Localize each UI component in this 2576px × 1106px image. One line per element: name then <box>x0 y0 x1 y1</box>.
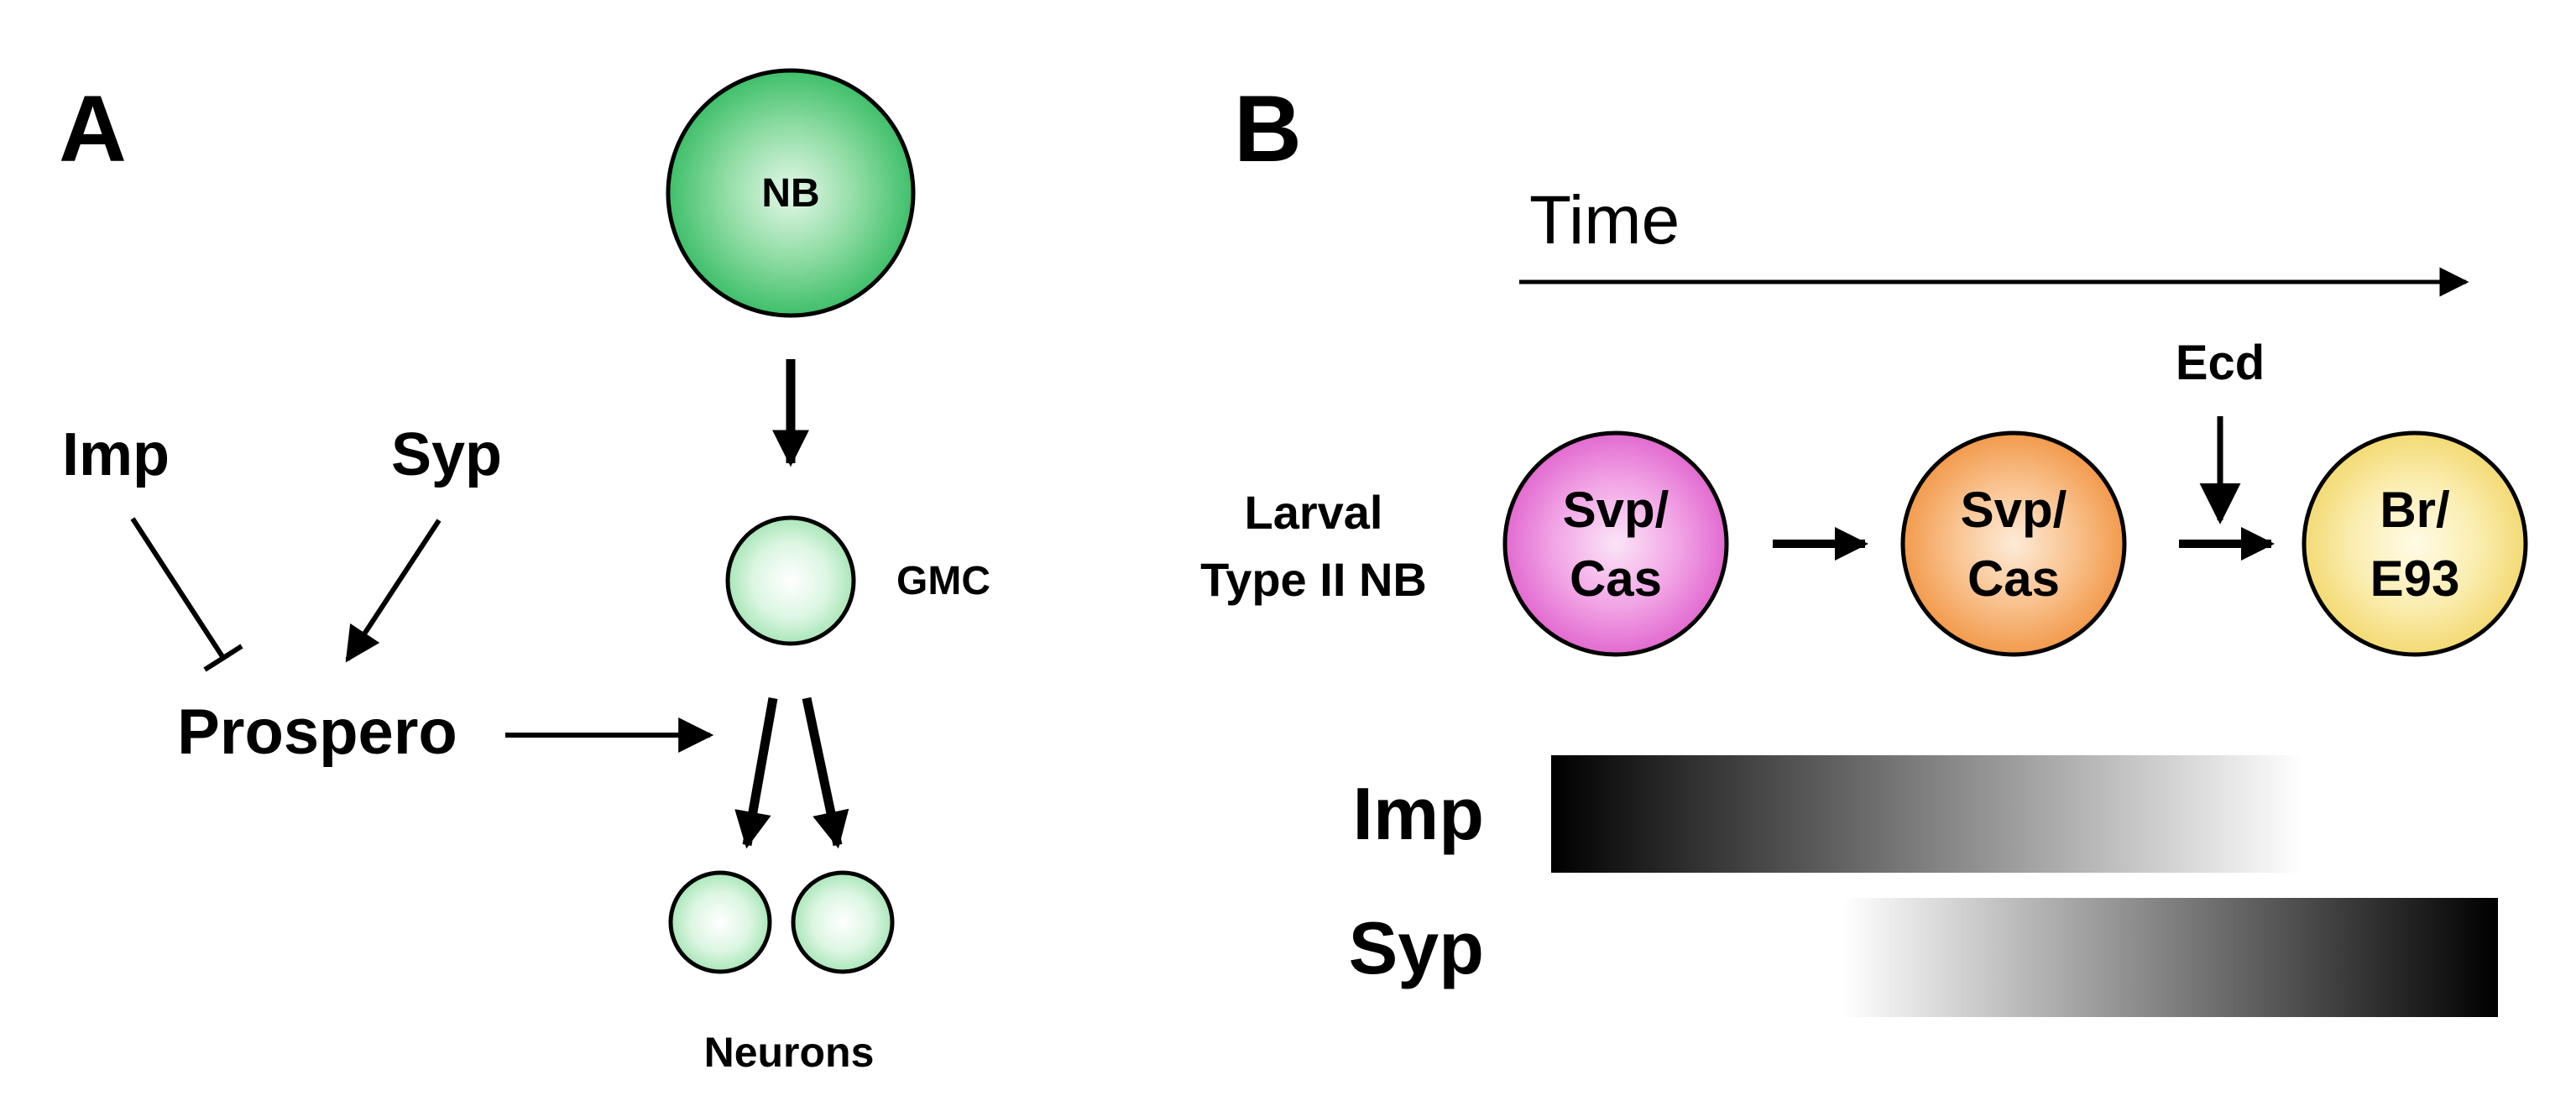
svp-cas-cell-early <box>1502 430 1729 657</box>
gmc-cell <box>725 515 856 646</box>
syp-activation-arrow <box>345 519 442 663</box>
cell-3-line1: Br/ <box>2380 482 2450 538</box>
gmc-to-neuron-left-arrow <box>734 697 778 849</box>
imp-inhibition-bar-icon <box>203 644 243 672</box>
prospero-label: Prospero <box>177 696 457 768</box>
neurons-label: Neurons <box>704 1029 875 1076</box>
gmc-to-neuron-right-arrow <box>802 696 849 849</box>
panel-letter-a: A <box>59 76 127 181</box>
panel-letter-b: B <box>1234 76 1302 181</box>
imp-inhibition-line <box>130 517 226 660</box>
ecd-label: Ecd <box>2176 336 2265 390</box>
nb-cell <box>666 68 916 318</box>
cell-3-line2: E93 <box>2370 550 2460 607</box>
gmc-label: GMC <box>896 559 990 603</box>
row-label-line1: Larval <box>1245 486 1383 539</box>
row-label-line2: Type II NB <box>1200 553 1427 606</box>
br-e93-cell <box>2302 430 2528 657</box>
cell-1-line1: Svp/ <box>1563 482 1669 538</box>
cell-1-line2: Cas <box>1570 550 1662 607</box>
neuron-cell-right <box>791 870 895 974</box>
time-label: Time <box>1529 182 1680 258</box>
cell-2-line1: Svp/ <box>1961 482 2067 538</box>
imp-gradient-label: Imp <box>1353 772 1484 855</box>
syp-label: Syp <box>391 421 502 488</box>
neuron-cell-left <box>668 870 772 974</box>
svp-cas-cell-mid <box>1900 430 2127 657</box>
cell-2-line2: Cas <box>1967 550 2060 607</box>
imp-label: Imp <box>62 421 170 488</box>
syp-gradient-bar <box>1843 898 2498 1017</box>
nb-label: NB <box>761 171 819 216</box>
imp-gradient-bar <box>1551 755 2302 873</box>
syp-gradient-label: Syp <box>1349 906 1484 989</box>
